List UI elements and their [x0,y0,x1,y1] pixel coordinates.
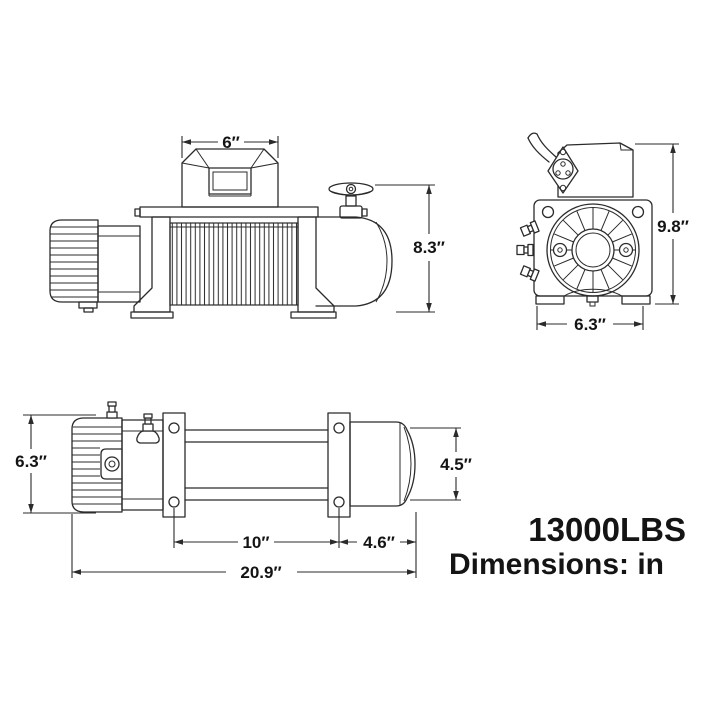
side-drum-cable [169,222,299,306]
dim-front-width-label: 6.3″ [574,315,606,334]
dim-top-overall: 20.9″ [71,514,416,582]
top-mount-plates [162,412,351,518]
bolt-hole [168,422,180,434]
top-motor [71,417,123,513]
dim-top-height: 6.3″ [15,414,96,514]
dim-top-overall-label: 20.9″ [240,563,281,582]
top-terminals [106,401,160,444]
mount-hole [541,205,555,219]
plug-socket [552,158,574,180]
top-view: 6.3″ 4.5″ 10″ 4.6″ [15,401,472,582]
dim-front-height: 9.8″ [635,143,689,305]
front-drum-face [546,203,640,297]
mount-hole [631,205,645,219]
drum-bolt [552,242,568,258]
units-title: Dimensions: in [448,548,664,581]
clutch-hub [345,183,357,195]
side-control-box [181,148,279,208]
drum-bolt [618,242,634,258]
motor-bolt [104,456,120,472]
dim-top-height-label: 6.3″ [15,452,47,471]
plug-plate [547,146,579,194]
top-gearbox [349,421,416,507]
capacity-title: 13000LBS [528,511,686,548]
side-view: 6″ 8.3″ [49,133,445,319]
dim-side-width: 6″ [181,133,279,158]
dim-top-bolt: 10″ [173,508,340,552]
dim-top-bolt-label: 10″ [242,533,269,552]
clutch-handle [328,182,374,219]
front-control-box [527,132,634,198]
bolt-hole [333,422,345,434]
top-drum [184,429,329,501]
dim-side-height-label: 8.3″ [413,238,445,257]
dim-top-drum: 4.5″ [410,427,472,501]
dim-top-drum-label: 4.5″ [440,455,472,474]
side-motor [49,219,99,313]
control-wire [527,137,550,163]
control-box-label-plate [208,167,252,195]
dim-top-end-label: 4.6″ [363,533,395,552]
front-terminals [516,220,540,282]
front-view: 9.8″ 6.3″ [516,132,689,334]
bolt-hole [168,496,180,508]
motor-tab [78,301,98,309]
dim-front-width: 6.3″ [536,306,644,334]
dim-front-height-label: 9.8″ [657,217,689,236]
bolt-hole [333,496,345,508]
side-coupling [97,225,141,303]
front-foot-left [535,295,565,305]
dim-side-height: 8.3″ [375,184,445,313]
side-gearbox [315,216,393,307]
front-foot-right [621,295,651,305]
dim-side-width-label: 6″ [222,133,240,152]
dim-top-end: 4.6″ [339,512,417,578]
